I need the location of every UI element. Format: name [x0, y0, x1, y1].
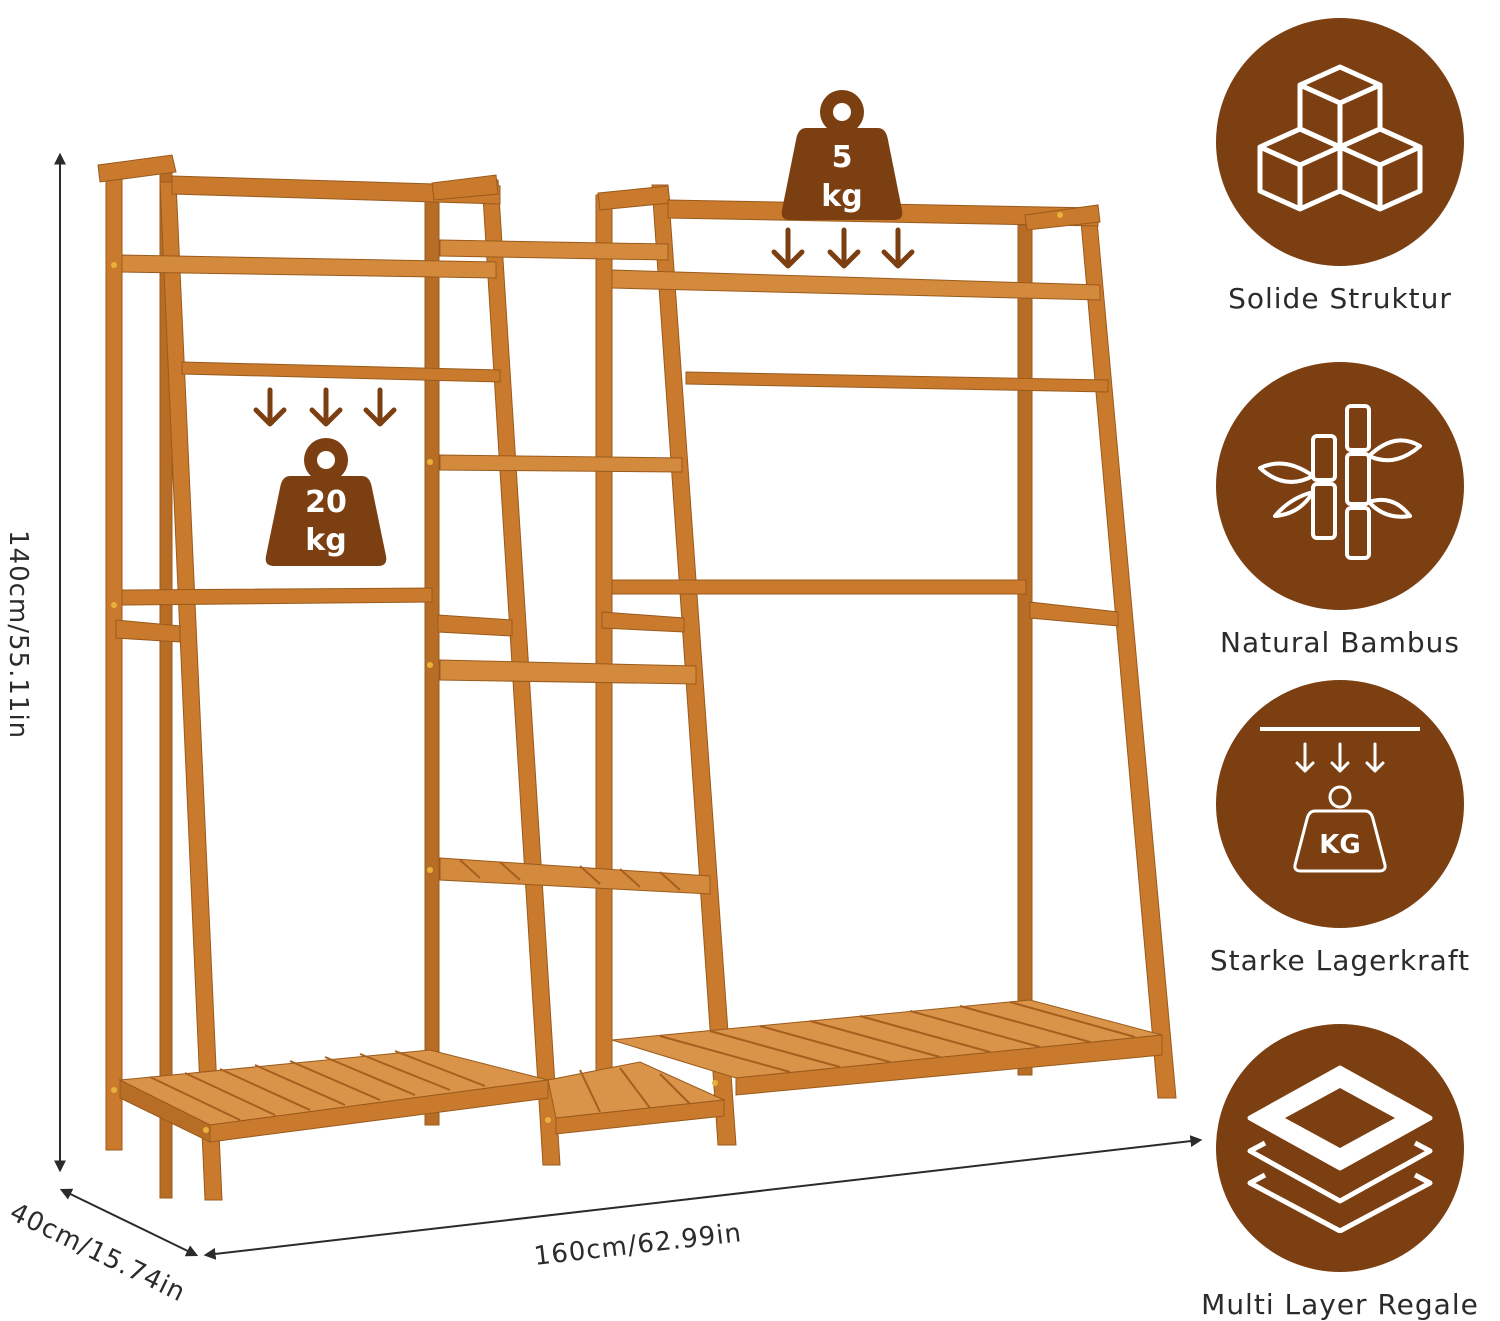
depth-label: 40cm/15.74in: [5, 1197, 190, 1308]
feature-label: Starke Lagerkraft: [1209, 944, 1471, 977]
depth-dimension: 40cm/15.74in: [5, 1188, 199, 1308]
feature-label: Multi Layer Regale: [1201, 1288, 1479, 1321]
bamboo-icon: [1258, 404, 1422, 560]
rod-weight-badge: 20 kg: [253, 387, 397, 566]
rod-weight-unit: kg: [305, 523, 346, 558]
rod-weight-value: 20: [305, 485, 347, 520]
feature-label: Solide Struktur: [1228, 282, 1452, 315]
feature-natural-bamboo: Natural Bambus: [1180, 362, 1500, 659]
top-shelf-weight-badge: 5 kg: [771, 90, 915, 269]
bamboo-shelf-rack: [97, 154, 1177, 1201]
kg-icon-text: KG: [1319, 830, 1361, 860]
top-weight-value: 5: [832, 140, 853, 175]
feature-icon-circle: KG: [1216, 680, 1464, 928]
feature-solid-structure: Solide Struktur: [1180, 18, 1500, 315]
cubes-icon: [1257, 64, 1423, 212]
height-label: 140cm/55.11in: [3, 530, 33, 739]
width-dimension: 160cm/62.99in: [203, 1135, 1203, 1272]
height-dimension: 140cm/55.11in: [3, 152, 66, 1173]
feature-label: Natural Bambus: [1220, 626, 1460, 659]
feature-icon-circle: [1216, 1024, 1464, 1272]
feature-multi-layer: Multi Layer Regale: [1180, 1024, 1500, 1321]
top-down-arrows: [771, 227, 915, 269]
top-weight-unit: kg: [821, 179, 862, 214]
layers-icon: [1247, 1065, 1433, 1233]
feature-strong-capacity: KG Starke Lagerkraft: [1180, 680, 1500, 977]
rod-down-arrows: [253, 387, 397, 427]
width-label: 160cm/62.99in: [532, 1218, 743, 1272]
feature-icon-circle: [1216, 362, 1464, 610]
feature-icon-circle: [1216, 18, 1464, 266]
kg-weight-icon: KG: [1260, 727, 1420, 873]
